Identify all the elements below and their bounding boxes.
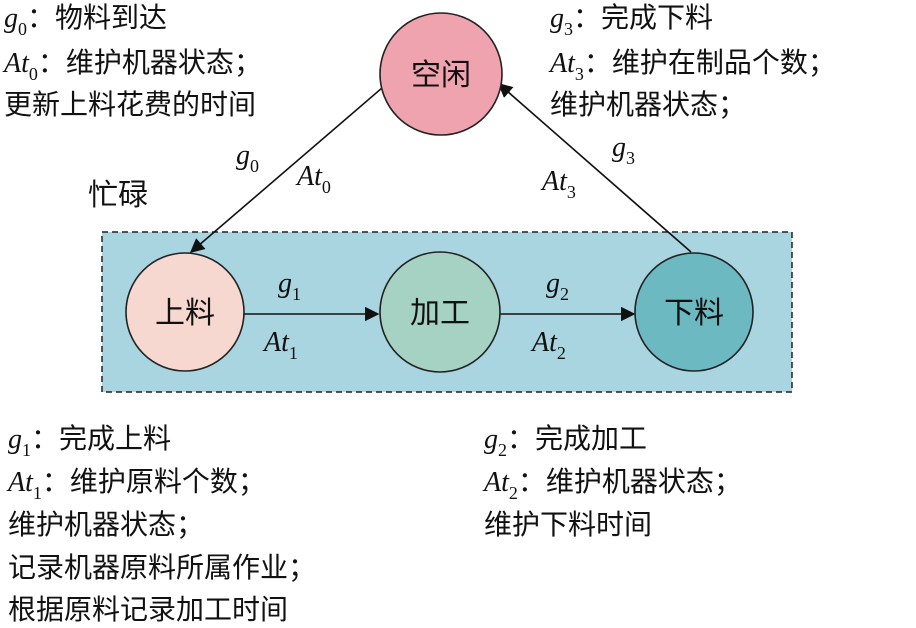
edge-e2-action: At xyxy=(530,327,558,358)
note-g2-action: At xyxy=(482,467,510,498)
note-g1-guard-text: ：完成上料 xyxy=(31,422,171,455)
state-idle: 空闲 xyxy=(379,12,503,136)
svg-text:g2: g2 xyxy=(546,268,569,304)
note-g0-guard-sub: 0 xyxy=(18,19,27,39)
note-g3: g3：完成下料 At3：维护在制品个数； 维护机器状态； xyxy=(548,1,836,121)
note-g0-action: At xyxy=(2,48,30,79)
edge-e3-action-sub: 3 xyxy=(567,182,576,202)
edge-e1-guard-sub: 1 xyxy=(292,284,301,304)
state-unload: 下料 xyxy=(634,252,754,372)
busy-group-label: 忙碌 xyxy=(88,178,148,213)
note-g2-action-text: ：维护机器状态； xyxy=(518,465,742,498)
svg-text:g1：完成上料: g1：完成上料 xyxy=(8,422,171,460)
svg-text:g2：完成加工: g2：完成加工 xyxy=(484,422,647,460)
note-g2-line3: 维护下料时间 xyxy=(484,508,652,541)
note-g1: g1：完成上料 At1：维护原料个数； 维护机器状态； 记录机器原料所属作业； … xyxy=(6,422,316,626)
note-g1-line4: 记录机器原料所属作业； xyxy=(8,551,316,584)
note-g1-guard-sub: 1 xyxy=(22,440,31,460)
note-g3-action: At xyxy=(548,48,576,79)
edge-label-e2: g2 At2 xyxy=(530,268,569,363)
svg-text:g1: g1 xyxy=(278,268,301,304)
note-g1-guard: g xyxy=(8,424,22,455)
svg-text:g3: g3 xyxy=(612,132,635,168)
state-unload-label: 下料 xyxy=(664,296,724,331)
note-g0-guard: g xyxy=(4,3,18,34)
edge-label-e1: g1 At1 xyxy=(262,268,301,363)
edge-e3-guard: g xyxy=(612,132,626,163)
note-g0-action-text: ：维护机器状态； xyxy=(38,46,262,79)
note-g0-action-sub: 0 xyxy=(29,64,38,84)
svg-text:At0：维护机器状态；: At0：维护机器状态； xyxy=(2,46,262,84)
note-g3-line3: 维护机器状态； xyxy=(550,88,746,121)
note-g3-guard: g xyxy=(550,3,564,34)
edge-e0-action: At xyxy=(295,161,323,192)
svg-text:At1：维护原料个数；: At1：维护原料个数； xyxy=(6,465,266,503)
svg-text:g0: g0 xyxy=(236,140,259,176)
state-idle-circle xyxy=(379,12,503,136)
note-g3-guard-sub: 3 xyxy=(564,19,573,39)
edge-e0-guard-sub: 0 xyxy=(250,156,259,176)
svg-text:At0: At0 xyxy=(295,161,331,197)
edge-unload-to-idle xyxy=(497,83,692,253)
note-g2-guard-sub: 2 xyxy=(498,440,507,460)
note-g0-line3: 更新上料花费的时间 xyxy=(4,88,256,121)
note-g1-action: At xyxy=(6,467,34,498)
note-g0: g0：物料到达 At0：维护机器状态； 更新上料花费的时间 xyxy=(2,1,262,121)
state-process: 加工 xyxy=(379,251,501,373)
edge-e1-action-sub: 1 xyxy=(289,343,298,363)
edge-label-e3: g3 At3 xyxy=(540,132,635,202)
note-g3-action-text: ：维护在制品个数； xyxy=(584,46,836,79)
svg-text:At1: At1 xyxy=(262,327,298,363)
note-g1-line3: 维护机器状态； xyxy=(8,508,204,541)
edge-idle-to-load xyxy=(189,87,383,253)
state-load: 上料 xyxy=(125,252,245,372)
note-g2-action-sub: 2 xyxy=(509,483,518,503)
state-load-label: 上料 xyxy=(155,296,215,331)
state-process-label: 加工 xyxy=(410,296,470,331)
note-g3-action-sub: 3 xyxy=(575,64,584,84)
edge-e2-action-sub: 2 xyxy=(557,343,566,363)
svg-text:g0：物料到达: g0：物料到达 xyxy=(4,1,167,39)
note-g2-guard-text: ：完成加工 xyxy=(507,422,647,455)
note-g1-action-sub: 1 xyxy=(33,483,42,503)
svg-text:At3：维护在制品个数；: At3：维护在制品个数； xyxy=(548,46,836,84)
note-g1-line5: 根据原料记录加工时间 xyxy=(8,593,288,626)
svg-text:At3: At3 xyxy=(540,166,576,202)
edge-e3-action: At xyxy=(540,166,568,197)
note-g2-guard: g xyxy=(484,424,498,455)
note-g0-guard-text: ：物料到达 xyxy=(27,1,167,34)
svg-text:At2：维护机器状态；: At2：维护机器状态； xyxy=(482,465,742,503)
edge-e0-action-sub: 0 xyxy=(322,177,331,197)
svg-text:At2: At2 xyxy=(530,327,566,363)
edge-e2-guard: g xyxy=(546,268,560,299)
svg-text:g3：完成下料: g3：完成下料 xyxy=(550,1,713,39)
note-g1-action-text: ：维护原料个数； xyxy=(42,465,266,498)
edge-e1-action: At xyxy=(262,327,290,358)
note-g3-guard-text: ：完成下料 xyxy=(573,1,713,34)
edge-e2-guard-sub: 2 xyxy=(560,284,569,304)
edge-e0-guard: g xyxy=(236,140,250,171)
note-g2: g2：完成加工 At2：维护机器状态； 维护下料时间 xyxy=(482,422,742,541)
state-unload-circle xyxy=(634,252,754,372)
state-idle-label: 空闲 xyxy=(411,58,471,93)
state-load-circle xyxy=(125,252,245,372)
state-process-circle xyxy=(379,251,501,373)
edge-label-e0: g0 At0 xyxy=(236,140,331,197)
edge-e3-guard-sub: 3 xyxy=(626,148,635,168)
edge-e1-guard: g xyxy=(278,268,292,299)
